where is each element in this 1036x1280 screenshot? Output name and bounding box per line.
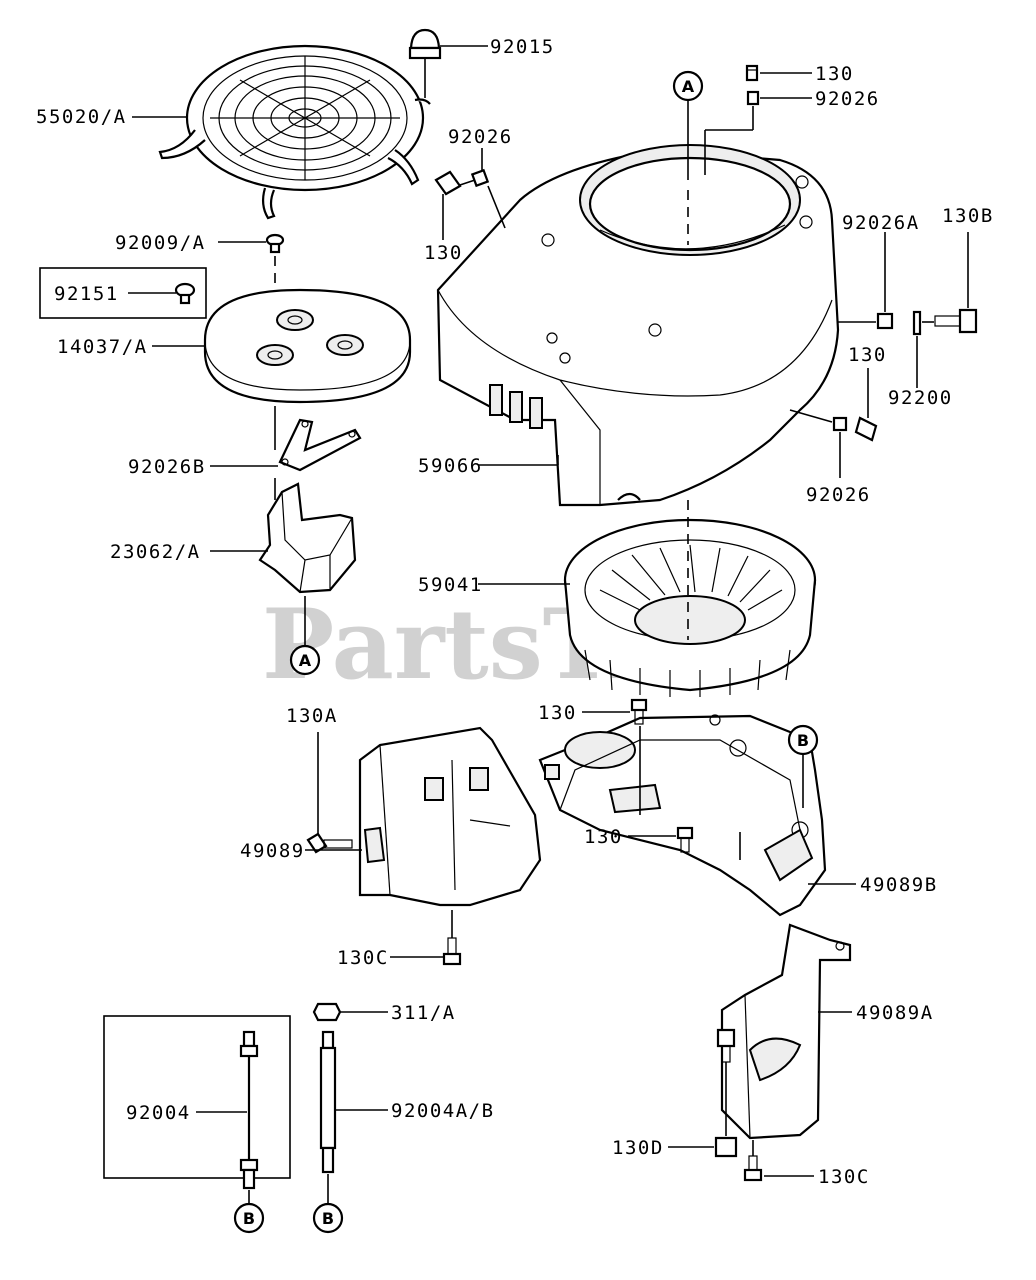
label-130C-right: 130C — [818, 1166, 870, 1188]
base-plate-drawing — [538, 714, 827, 917]
svg-text:B: B — [797, 731, 809, 750]
disc-plate-drawing — [203, 288, 412, 404]
bolt-130-top-drawing — [745, 64, 759, 82]
label-49089B: 49089B — [860, 874, 938, 896]
label-49089A: 49089A — [856, 1002, 934, 1024]
label-130-plate2: 130 — [584, 826, 623, 848]
spacer-plate-drawing — [278, 418, 362, 472]
label-130-plate: 130 — [538, 702, 577, 724]
bolt-130-plate-drawing — [630, 698, 648, 725]
svg-text:A: A — [682, 77, 695, 96]
bolt-130B-drawing — [934, 308, 978, 334]
fan-guard-drawing — [158, 44, 431, 220]
svg-text:B: B — [243, 1209, 255, 1228]
spacer-92026-right-drawing — [832, 416, 848, 432]
svg-text:A: A — [299, 651, 312, 670]
screw-92009A-drawing — [265, 233, 285, 254]
label-92026B: 92026B — [128, 456, 206, 478]
label-92004: 92004 — [126, 1102, 191, 1124]
nut-311A-drawing — [312, 1002, 342, 1022]
label-49089: 49089 — [240, 840, 305, 862]
ref-marker-a-bottom: A — [289, 644, 321, 676]
label-130A: 130A — [286, 705, 338, 727]
label-92004AB: 92004A/B — [391, 1100, 495, 1122]
baffle-right-drawing — [720, 923, 852, 1140]
label-130B: 130B — [942, 205, 994, 227]
svg-text:B: B — [322, 1209, 334, 1228]
bracket-drawing — [258, 482, 357, 594]
label-92151: 92151 — [54, 283, 119, 305]
label-130D: 130D — [612, 1137, 664, 1159]
kit-box-92004 — [103, 1015, 291, 1179]
label-92026-bottom: 92026 — [806, 484, 871, 506]
label-130C-left: 130C — [337, 947, 389, 969]
stud-92004-drawing — [239, 1030, 259, 1190]
ref-marker-b-box: B — [233, 1202, 265, 1234]
label-92200: 92200 — [888, 387, 953, 409]
label-92026A: 92026A — [842, 212, 920, 234]
label-92026-left: 92026 — [448, 126, 513, 148]
label-92009A: 92009/A — [115, 232, 206, 254]
washer-92200-drawing — [912, 310, 922, 336]
label-14037A: 14037/A — [57, 336, 148, 358]
stud-92004AB-drawing — [319, 1030, 337, 1174]
bolt-130C-right-drawing — [743, 1155, 763, 1182]
bolt-130-left-drawing — [434, 170, 462, 196]
bolt-130A-drawing — [306, 832, 353, 854]
spacer-92026-left-drawing — [470, 168, 490, 188]
label-92026-top: 92026 — [815, 88, 880, 110]
kit-box-92151 — [39, 267, 207, 319]
ref-marker-b-stud: B — [312, 1202, 344, 1234]
label-59041: 59041 — [418, 574, 483, 596]
label-130-right: 130 — [848, 344, 887, 366]
label-130-top: 130 — [815, 63, 854, 85]
cooling-fan-drawing — [563, 518, 817, 697]
blower-housing-drawing — [436, 144, 840, 507]
ref-marker-a-top: A — [672, 70, 704, 102]
bolt-130-right-drawing — [854, 416, 878, 442]
label-92015: 92015 — [490, 36, 555, 58]
label-59066: 59066 — [418, 455, 483, 477]
spacer-92026A-drawing — [876, 312, 894, 330]
label-311A: 311/A — [391, 1002, 456, 1024]
label-55020A: 55020/A — [36, 106, 127, 128]
screw-92151-drawing — [174, 282, 196, 305]
bolt-130-plate2-drawing — [676, 826, 694, 853]
label-23062A: 23062/A — [110, 541, 201, 563]
label-130-left: 130 — [424, 242, 463, 264]
bolt-130D-drawing — [714, 1028, 738, 1158]
bolt-130C-left-drawing — [442, 937, 462, 966]
baffle-left-drawing — [358, 726, 542, 907]
acorn-nut-drawing — [408, 28, 442, 60]
spacer-92026-top-drawing — [746, 90, 760, 106]
ref-marker-b-right: B — [787, 724, 819, 756]
